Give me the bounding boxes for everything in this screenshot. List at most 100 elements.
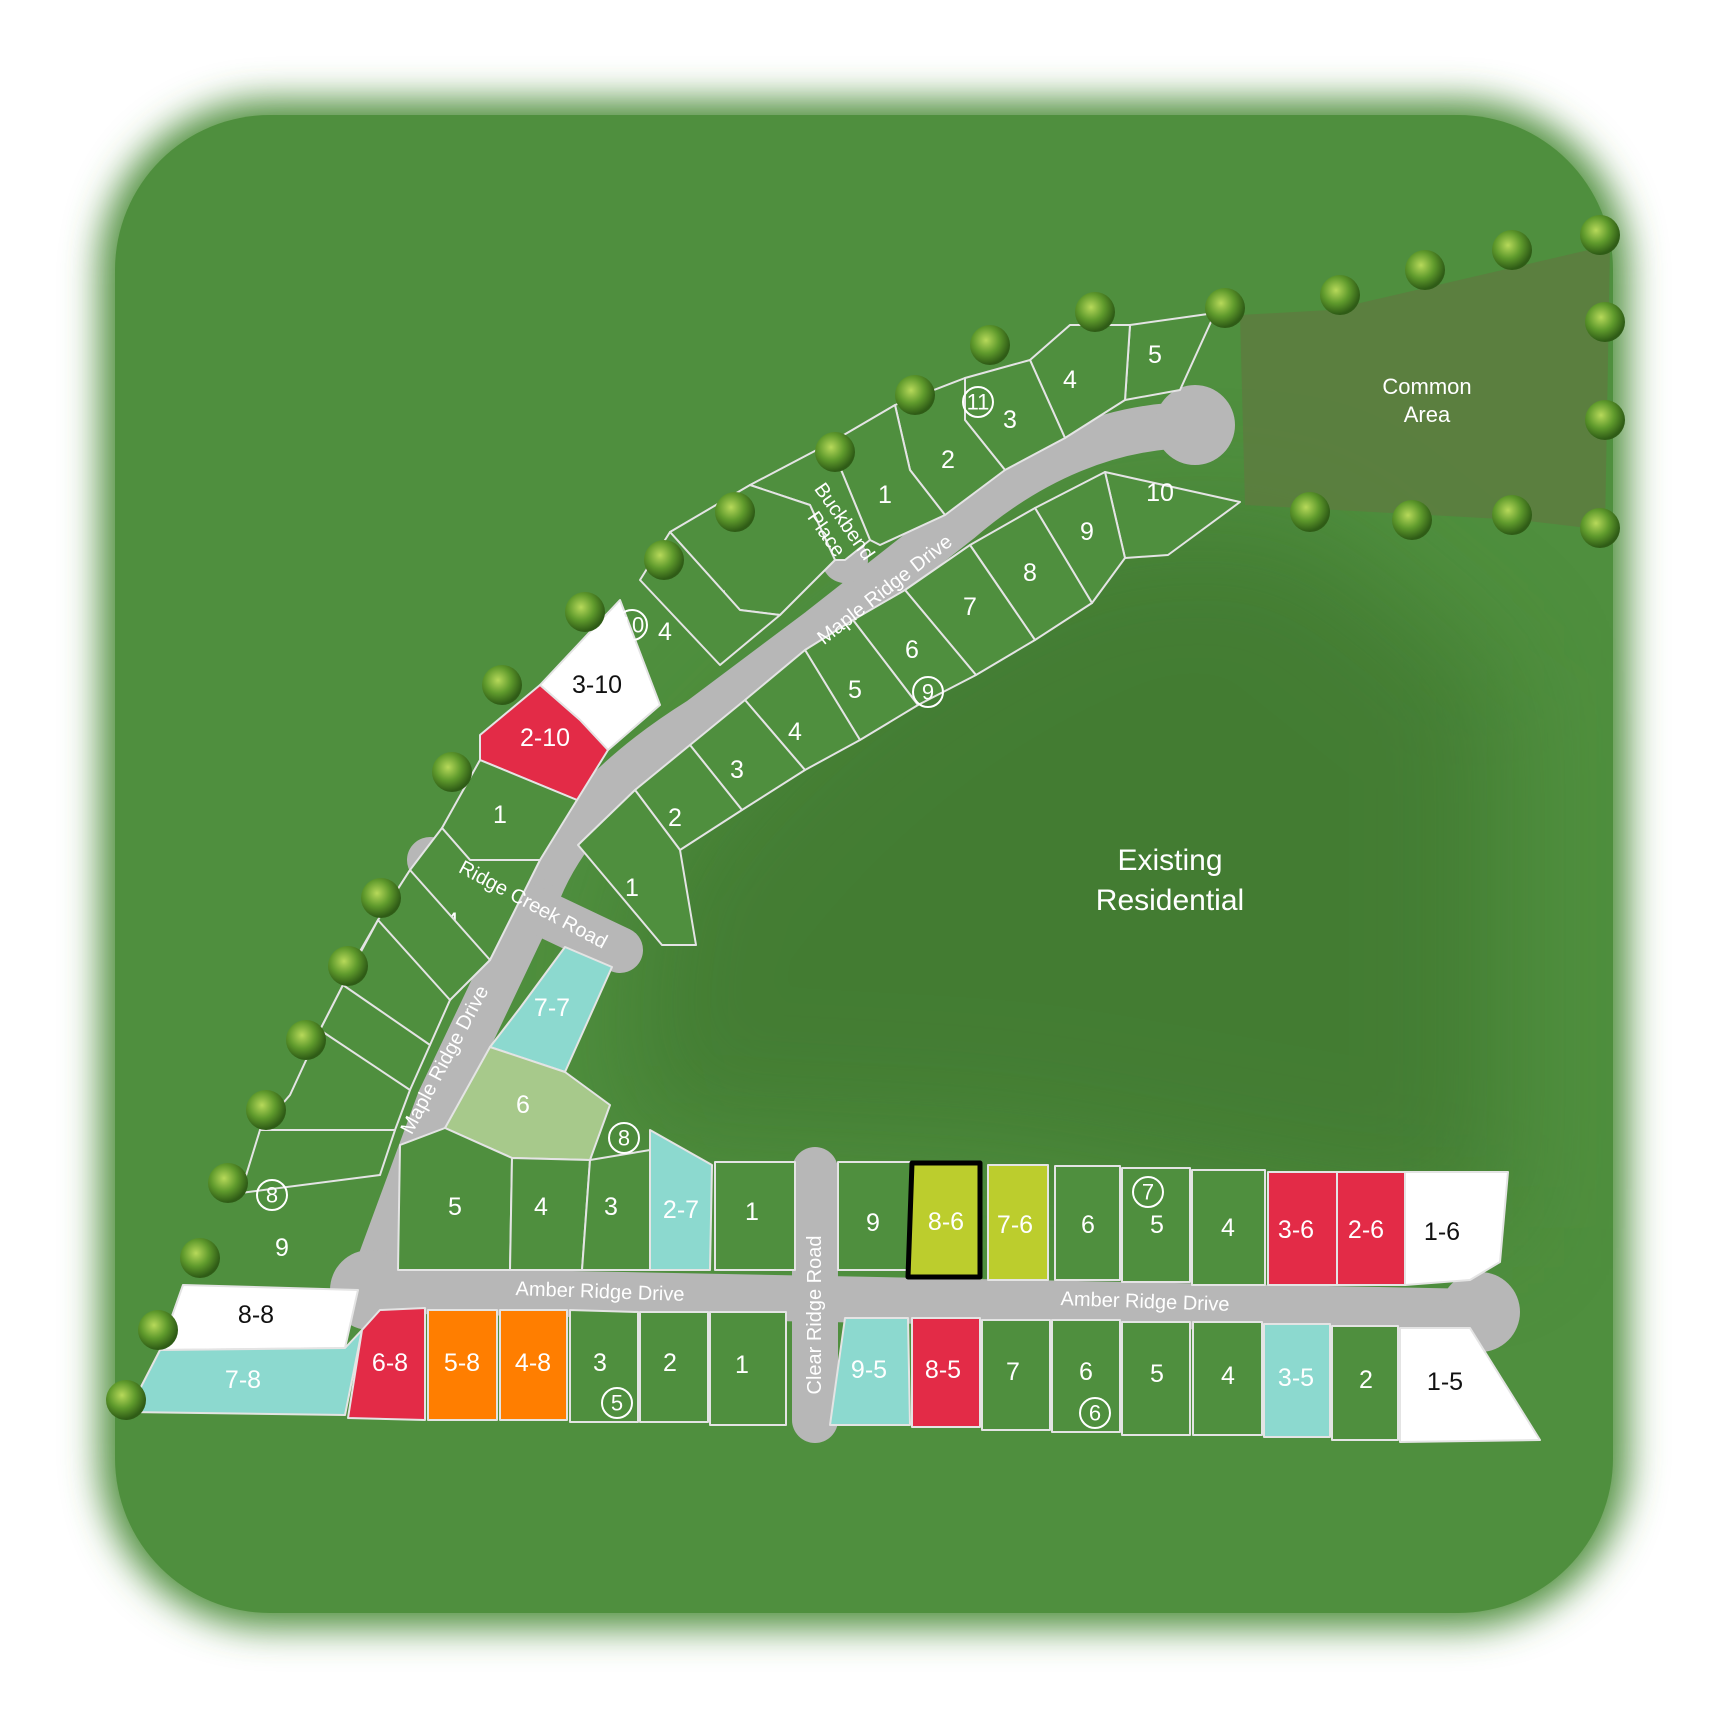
tree-icon — [1585, 400, 1625, 440]
lot-shape[interactable] — [427, 1309, 498, 1421]
lot-shape[interactable] — [905, 1160, 983, 1280]
lot-shape[interactable] — [1121, 1321, 1191, 1436]
block-marker: 11 — [962, 386, 994, 418]
block-marker: 8 — [608, 1122, 640, 1154]
lot-shape[interactable] — [489, 946, 613, 1073]
tree-icon — [1320, 275, 1360, 315]
lot-shape[interactable] — [581, 1149, 651, 1271]
svg-text:5: 5 — [611, 1391, 623, 1416]
lot-51[interactable]: 1 — [709, 1311, 787, 1426]
lot-shape[interactable] — [1054, 1165, 1121, 1281]
lot-44[interactable]: 2-6 — [1336, 1171, 1406, 1286]
lot-shape[interactable] — [1192, 1321, 1263, 1436]
tree-icon — [1290, 492, 1330, 532]
lot-53[interactable]: 8-5 — [911, 1317, 981, 1428]
svg-text:8: 8 — [266, 1183, 278, 1208]
lot-42[interactable]: 4 — [1191, 1169, 1266, 1286]
lot-33[interactable]: 4 — [509, 1157, 591, 1271]
lot-shape[interactable] — [829, 1317, 911, 1426]
tree-icon — [1492, 230, 1532, 270]
tree-icon — [1392, 500, 1432, 540]
lot-56[interactable]: 5 — [1121, 1321, 1191, 1436]
lot-52[interactable]: 9-5 — [829, 1317, 911, 1426]
block-marker: 5 — [601, 1387, 633, 1419]
tree-icon — [246, 1090, 286, 1130]
lot-shape[interactable] — [639, 1311, 709, 1423]
lot-shape[interactable] — [987, 1164, 1049, 1281]
lot-shape[interactable] — [911, 1317, 981, 1428]
tree-icon — [208, 1163, 248, 1203]
lot-shape[interactable] — [159, 1284, 359, 1351]
lot-shape[interactable] — [1121, 1167, 1191, 1283]
lot-32[interactable]: 5 — [397, 1127, 513, 1271]
block-marker: 8 — [256, 1179, 288, 1211]
lot-48[interactable]: 4-8 — [499, 1309, 568, 1421]
lot-47[interactable]: 5-8 — [427, 1309, 498, 1421]
tree-icon — [1075, 292, 1115, 332]
tree-icon — [106, 1380, 146, 1420]
tree-icon — [1580, 508, 1620, 548]
tree-icon — [286, 1020, 326, 1060]
tree-icon — [1492, 495, 1532, 535]
lot-shape[interactable] — [981, 1319, 1051, 1431]
tree-icon — [970, 325, 1010, 365]
tree-icon — [361, 878, 401, 918]
lot-49[interactable]: 3 — [569, 1309, 639, 1423]
tree-icon — [138, 1310, 178, 1350]
svg-text:11: 11 — [967, 390, 990, 415]
lot-36[interactable]: 1 — [714, 1161, 796, 1271]
lot-shape[interactable] — [714, 1161, 796, 1271]
lot-shape[interactable] — [397, 1127, 513, 1271]
lot-shape[interactable] — [837, 1161, 916, 1271]
lot-43[interactable]: 3-6 — [1267, 1171, 1338, 1286]
svg-text:6: 6 — [1089, 1401, 1101, 1426]
tree-icon — [328, 946, 368, 986]
trees-layer — [106, 215, 1625, 1420]
lot-shape[interactable] — [1331, 1325, 1399, 1441]
lot-41[interactable]: 5 — [1121, 1167, 1191, 1283]
lot-59[interactable]: 2 — [1331, 1325, 1399, 1441]
lot-shape[interactable] — [499, 1309, 568, 1421]
lot-shape[interactable] — [1336, 1171, 1406, 1286]
lot-shape[interactable] — [1404, 1171, 1509, 1286]
lot-58[interactable]: 3-5 — [1263, 1323, 1331, 1438]
block-marker: 9 — [912, 676, 944, 708]
lot-shape[interactable] — [577, 789, 697, 946]
lot-shape[interactable] — [1051, 1319, 1121, 1433]
lot-50[interactable]: 2 — [639, 1311, 709, 1423]
block-marker: 7 — [1132, 1176, 1164, 1208]
lot-shape[interactable] — [709, 1311, 787, 1426]
block-marker: 6 — [1079, 1397, 1111, 1429]
lot-shape[interactable] — [569, 1309, 639, 1423]
tree-icon — [715, 492, 755, 532]
lot-shape[interactable] — [1399, 1327, 1541, 1443]
lot-shape[interactable] — [1267, 1171, 1338, 1286]
tree-icon — [1585, 302, 1625, 342]
svg-text:8: 8 — [618, 1126, 630, 1151]
road-label-clear-ridge: Clear Ridge Road — [804, 1236, 826, 1395]
lot-38[interactable]: 8-6 — [905, 1160, 983, 1280]
lot-37[interactable]: 9 — [837, 1161, 916, 1271]
tree-icon — [180, 1238, 220, 1278]
lot-57[interactable]: 4 — [1192, 1321, 1263, 1436]
tree-icon — [644, 540, 684, 580]
lot-28[interactable]: 8-8 — [159, 1284, 359, 1351]
lot-54[interactable]: 7 — [981, 1319, 1051, 1431]
svg-text:9: 9 — [922, 680, 934, 705]
lot-39[interactable]: 7-6 — [987, 1164, 1049, 1281]
svg-text:7: 7 — [1142, 1180, 1154, 1205]
lot-34[interactable]: 3 — [581, 1149, 651, 1271]
lot-shape[interactable] — [1191, 1169, 1266, 1286]
lot-shape[interactable] — [1029, 324, 1131, 439]
tree-icon — [895, 375, 935, 415]
tree-icon — [432, 752, 472, 792]
lot-shape[interactable] — [649, 1129, 713, 1271]
tree-icon — [565, 592, 605, 632]
lot-40[interactable]: 6 — [1054, 1165, 1121, 1281]
lot-shape[interactable] — [1263, 1323, 1331, 1438]
lot-shape[interactable] — [509, 1157, 591, 1271]
lot-shape[interactable] — [347, 1307, 426, 1421]
